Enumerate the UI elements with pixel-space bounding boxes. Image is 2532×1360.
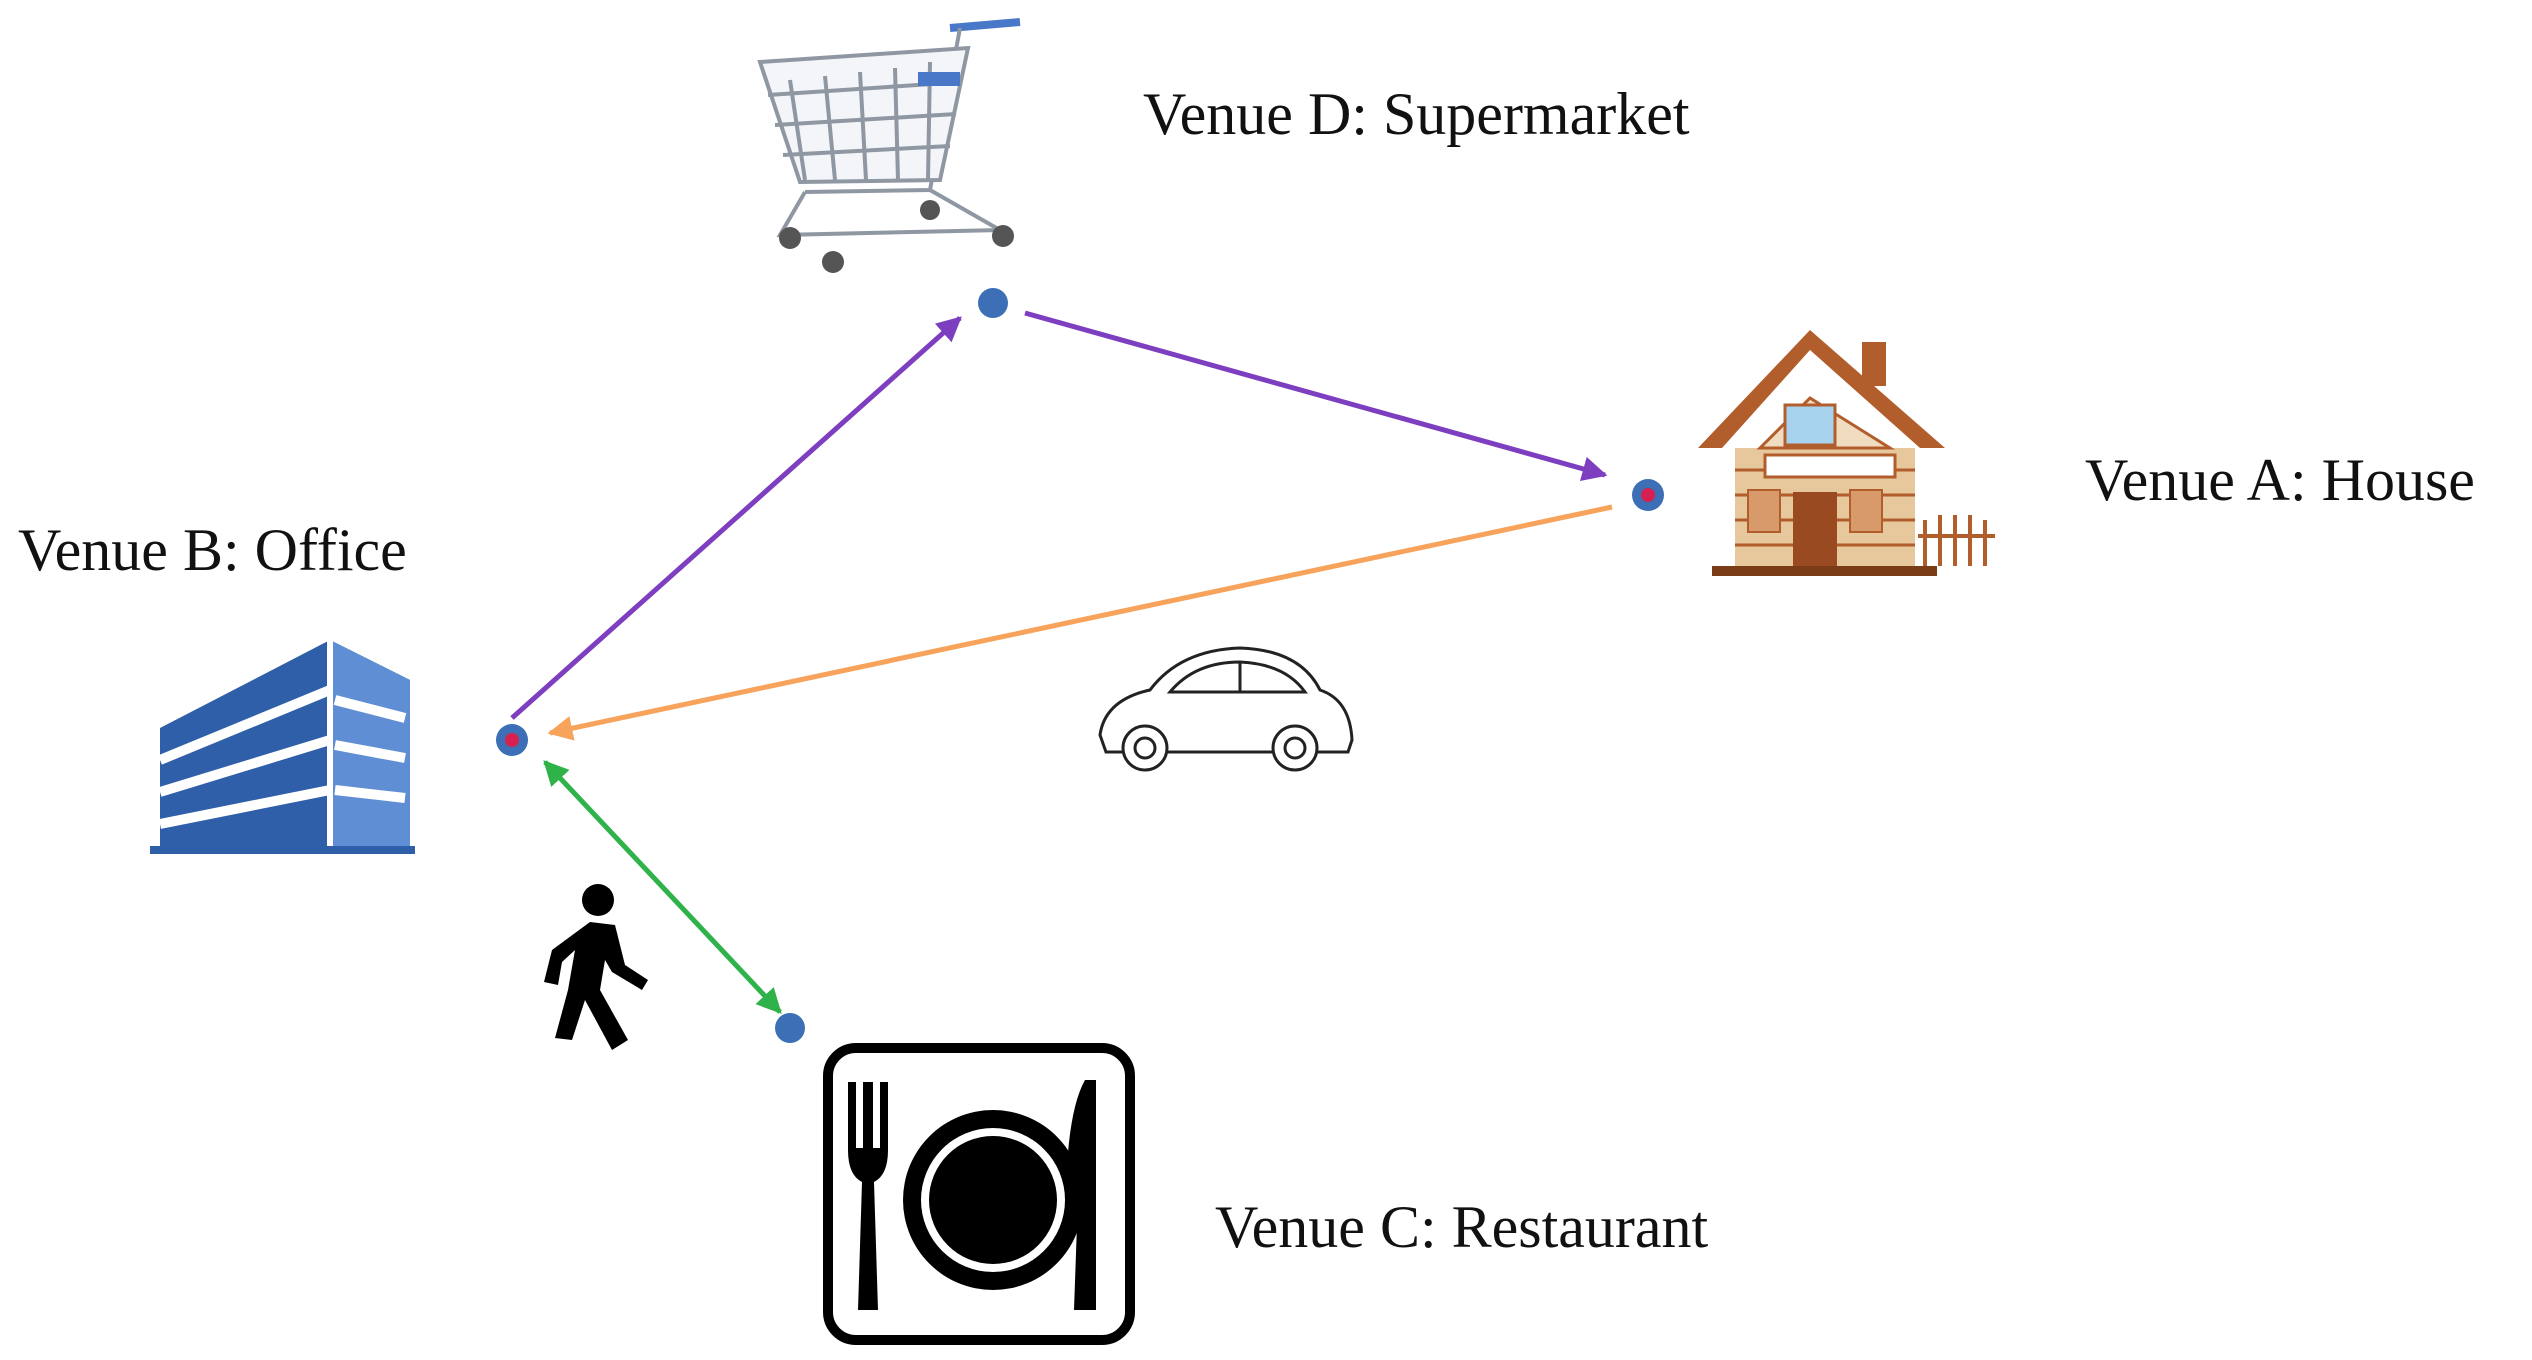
office-building-icon [150,640,415,854]
venue-c-label: Venue C: Restaurant [1215,1194,1709,1260]
route-office-restaurant [543,760,782,1014]
venue-b-label: Venue B: Office [18,517,407,583]
node-office [496,724,528,756]
car-icon [1098,646,1354,772]
node-house [1632,479,1664,511]
venue-a-label: Venue A: House [2085,447,2475,513]
shopping-cart-icon [757,18,1021,273]
house-icon [1698,330,1995,576]
node-restaurant [775,1013,805,1043]
walking-person-icon [544,884,648,1050]
node-supermarket [978,288,1008,318]
route-house-to-office [547,504,1613,741]
venue-d-label: Venue D: Supermarket [1143,81,1690,147]
route-supermarket-to-house [1024,310,1608,481]
route-office-to-supermarket [510,316,962,720]
restaurant-plate-icon [823,1043,1135,1345]
